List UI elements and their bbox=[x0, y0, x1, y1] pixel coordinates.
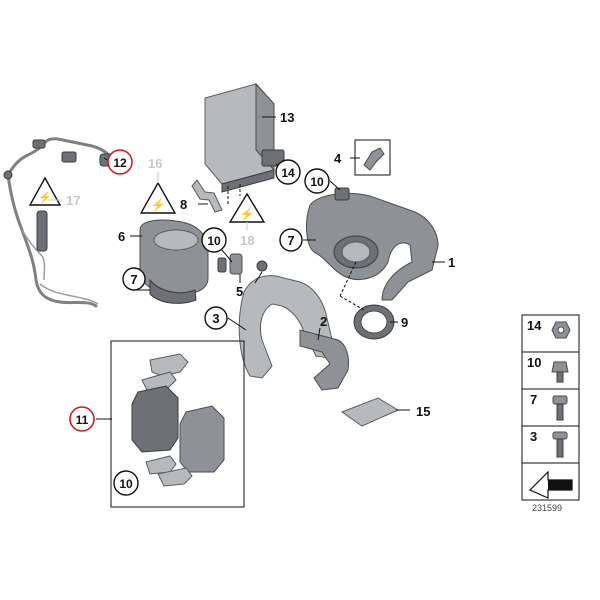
svg-text:9: 9 bbox=[401, 315, 408, 330]
callout-10[interactable]: 10 bbox=[113, 470, 139, 496]
bolts bbox=[217, 253, 268, 275]
callout-7[interactable]: 7 bbox=[279, 228, 303, 252]
warning-triangle-icon: ⚡ bbox=[228, 192, 266, 223]
callout-5[interactable]: 5 bbox=[236, 284, 243, 299]
warning-triangle-icon: ⚡ bbox=[28, 176, 62, 206]
wear-sensor-cable bbox=[3, 137, 117, 308]
callout-15[interactable]: 15 bbox=[416, 404, 430, 419]
fastener-legend: 14 10 7 3 bbox=[521, 314, 580, 501]
callout-10[interactable]: 10 bbox=[201, 227, 227, 253]
svg-text:18: 18 bbox=[240, 233, 254, 248]
svg-text:10: 10 bbox=[207, 234, 221, 248]
callout-9[interactable]: 9 bbox=[401, 315, 408, 330]
pad-shim bbox=[340, 397, 400, 427]
caliper-carrier bbox=[238, 275, 349, 391]
callout-4[interactable]: 4 bbox=[334, 151, 342, 166]
svg-text:7: 7 bbox=[130, 272, 137, 287]
callout-8[interactable]: 8 bbox=[180, 197, 187, 212]
svg-text:16: 16 bbox=[148, 156, 162, 171]
arrow-icon bbox=[528, 470, 573, 499]
callout-7[interactable]: 7 bbox=[122, 267, 146, 291]
callout-10[interactable]: 10 bbox=[304, 168, 330, 194]
callout-2[interactable]: 2 bbox=[320, 314, 327, 329]
image-number: 231599 bbox=[532, 503, 562, 513]
callout-3[interactable]: 3 bbox=[204, 306, 228, 330]
callout-16[interactable]: 16 bbox=[148, 156, 162, 171]
svg-text:11: 11 bbox=[76, 413, 89, 427]
bracket bbox=[191, 179, 223, 213]
svg-text:5: 5 bbox=[236, 284, 243, 299]
svg-text:14: 14 bbox=[281, 166, 295, 180]
legend-item-14[interactable]: 14 bbox=[527, 318, 571, 339]
svg-text:3: 3 bbox=[530, 429, 537, 444]
callout-1[interactable]: 1 bbox=[448, 255, 455, 270]
control-unit bbox=[204, 82, 285, 205]
svg-text:8: 8 bbox=[180, 197, 187, 212]
svg-text:10: 10 bbox=[310, 175, 324, 189]
svg-text:6: 6 bbox=[118, 229, 125, 244]
brake-caliper bbox=[306, 187, 439, 301]
svg-text:10: 10 bbox=[119, 477, 133, 491]
callout-14[interactable]: 14 bbox=[275, 159, 301, 185]
bleeder-valve bbox=[354, 139, 391, 176]
svg-text:1: 1 bbox=[448, 255, 455, 270]
callout-6[interactable]: 6 bbox=[118, 229, 125, 244]
legend-item-3[interactable]: 3 bbox=[530, 429, 568, 458]
svg-text:7: 7 bbox=[530, 392, 537, 407]
legend-item-10[interactable]: 10 bbox=[527, 355, 569, 383]
svg-text:4: 4 bbox=[334, 151, 342, 166]
leader-lines bbox=[48, 116, 445, 420]
svg-text:⚡: ⚡ bbox=[38, 191, 52, 204]
svg-text:10: 10 bbox=[527, 355, 541, 370]
actuator-motor bbox=[139, 219, 209, 304]
seal-ring bbox=[353, 304, 395, 340]
warning-triangle-icon: ⚡ bbox=[139, 181, 177, 214]
svg-text:17: 17 bbox=[66, 193, 80, 208]
brake-pad-set bbox=[110, 340, 245, 508]
callout-17[interactable]: 17 bbox=[66, 193, 80, 208]
svg-text:12: 12 bbox=[113, 156, 127, 170]
svg-text:3: 3 bbox=[212, 311, 219, 326]
callout-11[interactable]: 11 bbox=[69, 406, 95, 432]
callout-13[interactable]: 13 bbox=[280, 110, 294, 125]
svg-text:14: 14 bbox=[527, 318, 542, 333]
svg-text:7: 7 bbox=[287, 233, 294, 248]
svg-text:2: 2 bbox=[320, 314, 327, 329]
svg-text:231599: 231599 bbox=[532, 503, 562, 513]
svg-text:13: 13 bbox=[280, 110, 294, 125]
svg-text:⚡: ⚡ bbox=[240, 207, 255, 221]
svg-text:⚡: ⚡ bbox=[151, 198, 166, 212]
svg-text:15: 15 bbox=[416, 404, 430, 419]
callout-12[interactable]: 12 bbox=[107, 149, 133, 175]
legend-item-7[interactable]: 7 bbox=[530, 392, 568, 421]
callout-18[interactable]: 18 bbox=[240, 233, 254, 248]
